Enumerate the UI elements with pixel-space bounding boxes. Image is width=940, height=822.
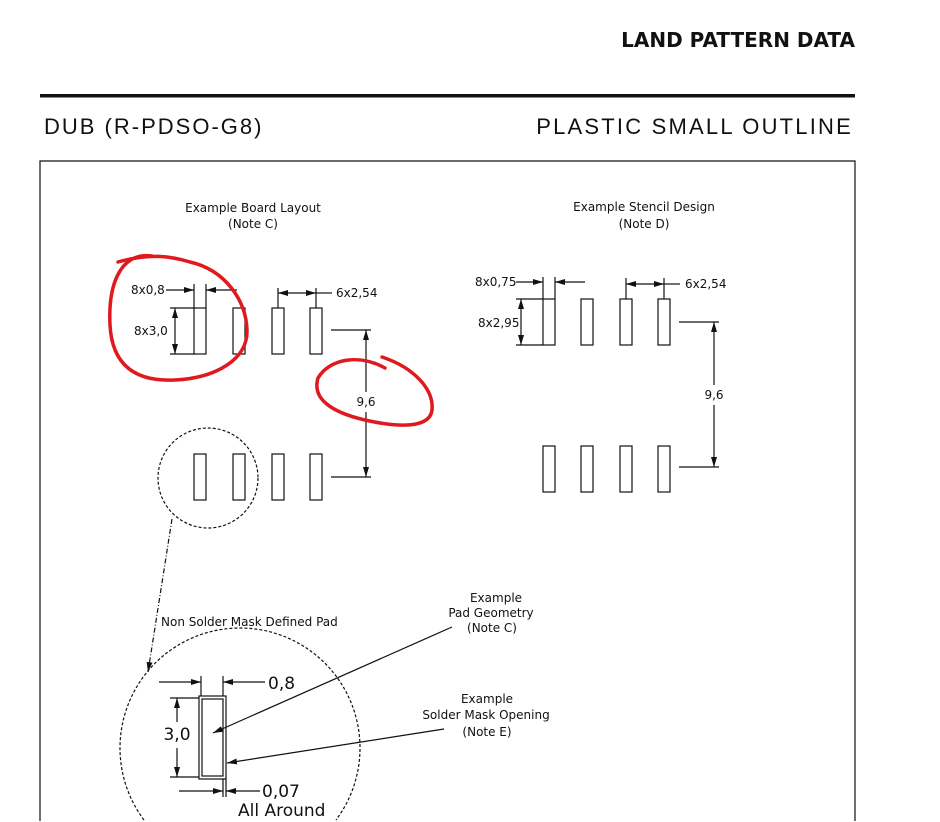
board-layout-title: Example Board Layout bbox=[185, 201, 321, 215]
pad-geometry-callout: Example Pad Geometry (Note C) bbox=[448, 591, 533, 635]
detail-callout-circle bbox=[157, 427, 259, 529]
board-pads bbox=[193, 307, 323, 501]
stencil-row-spacing-label: 9,6 bbox=[704, 388, 723, 402]
detail-dimensions bbox=[159, 626, 453, 797]
stencil-pitch-label: 6x2,54 bbox=[685, 277, 726, 291]
detail-clearance-note: All Around bbox=[238, 801, 325, 821]
svg-text:(Note E): (Note E) bbox=[462, 725, 511, 739]
drawing-frame bbox=[39, 160, 856, 821]
detail-label: Non Solder Mask Defined Pad bbox=[161, 615, 338, 629]
red-annotation-circle-pad bbox=[108, 254, 249, 382]
board-dimensions bbox=[166, 284, 371, 478]
stencil-pad-width-label: 8x0,75 bbox=[475, 275, 516, 289]
svg-text:(Note C): (Note C) bbox=[467, 621, 517, 635]
detail-leader bbox=[146, 518, 173, 673]
board-layout-note: (Note C) bbox=[228, 217, 278, 231]
board-pad-length-label: 8x3,0 bbox=[134, 324, 168, 338]
mask-opening-callout: Example Solder Mask Opening (Note E) bbox=[422, 692, 549, 739]
pad-geometry bbox=[201, 698, 224, 777]
header-rule bbox=[40, 94, 855, 98]
stencil-pad-length-label: 8x2,95 bbox=[478, 316, 519, 330]
package-description: PLASTIC SMALL OUTLINE bbox=[536, 114, 853, 139]
red-annotation-circle-spacing bbox=[315, 355, 434, 427]
stencil-pads bbox=[542, 298, 671, 493]
page-title: LAND PATTERN DATA bbox=[621, 28, 855, 52]
package-code: DUB (R-PDSO-G8) bbox=[44, 114, 263, 139]
detail-length-label: 3,0 bbox=[163, 725, 190, 745]
board-pitch-label: 6x2,54 bbox=[336, 286, 377, 300]
svg-text:Example: Example bbox=[470, 591, 522, 605]
detail-clearance-label: 0,07 bbox=[262, 782, 300, 802]
detail-circle bbox=[119, 627, 361, 821]
stencil-dimensions bbox=[516, 277, 719, 468]
stencil-title: Example Stencil Design bbox=[573, 200, 715, 214]
svg-text:Pad Geometry: Pad Geometry bbox=[448, 606, 533, 620]
board-pad-width-label: 8x0,8 bbox=[131, 283, 165, 297]
detail-width-label: 0,8 bbox=[268, 674, 295, 694]
board-row-spacing-label: 9,6 bbox=[356, 395, 375, 409]
svg-text:Example: Example bbox=[461, 692, 513, 706]
svg-text:Solder Mask Opening: Solder Mask Opening bbox=[422, 708, 549, 722]
stencil-note: (Note D) bbox=[619, 217, 670, 231]
